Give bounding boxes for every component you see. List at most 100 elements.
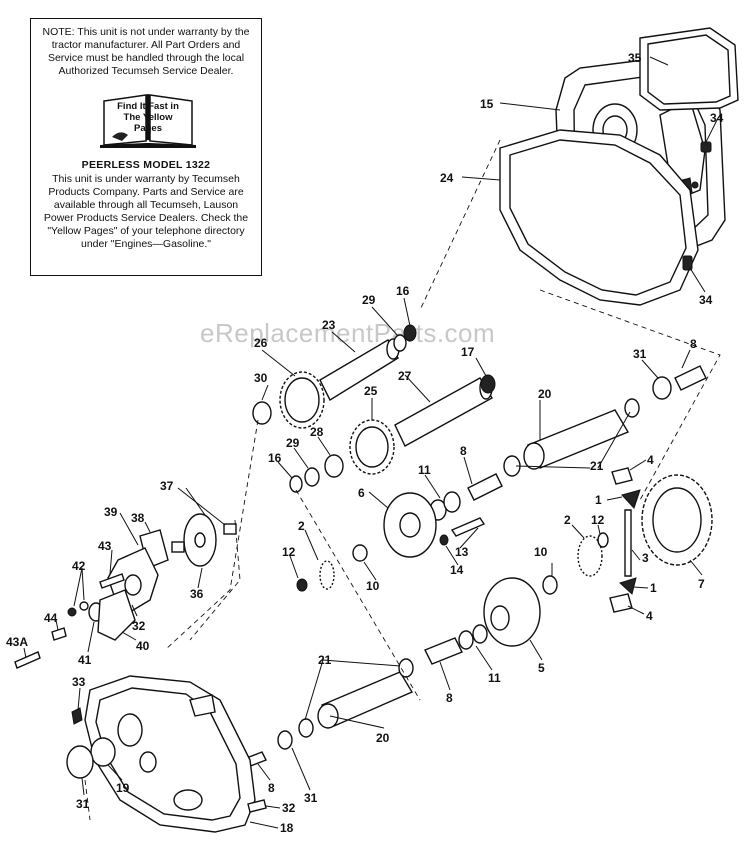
callout-31-lower-left: 31: [76, 797, 90, 811]
gear-2-left: [319, 560, 335, 590]
callout-6: 6: [358, 486, 365, 500]
callout-13: 13: [455, 545, 469, 559]
washer-11-upper-b: [443, 491, 461, 513]
callout-8-lower-mid: 8: [446, 691, 453, 705]
cross-shaft-3: [624, 509, 632, 577]
callout-32-lower: 32: [282, 801, 296, 815]
callout-42: 42: [72, 559, 86, 573]
callout-16-lower: 16: [268, 451, 282, 465]
callout-24: 24: [440, 171, 454, 185]
gear-25: [349, 419, 395, 475]
callout-31-upper: 31: [633, 347, 647, 361]
block-4-lower: [609, 593, 633, 613]
callout-10-left: 10: [366, 579, 380, 593]
pin-44: [51, 627, 67, 641]
callout-8-mid: 8: [460, 444, 467, 458]
callout-39: 39: [104, 505, 118, 519]
gasket-35: [639, 27, 739, 111]
ring-gear-7: [641, 474, 713, 566]
watermark: eReplacementParts.com: [200, 318, 496, 348]
spacer-28: [324, 454, 344, 478]
callout-7: 7: [698, 577, 705, 591]
callout-37: 37: [160, 479, 174, 493]
leader-lines: [23, 56, 719, 829]
gear-26: [279, 371, 325, 429]
callout-34-lower: 34: [699, 293, 713, 307]
callout-3: 3: [642, 551, 649, 565]
callout-44: 44: [44, 611, 58, 625]
callout-31-lower-mid: 31: [304, 791, 318, 805]
callout-36: 36: [190, 587, 204, 601]
yellow-pages-book-icon: [100, 94, 196, 148]
assembly-line-a: [419, 139, 501, 311]
assembly-line-b: [539, 289, 721, 501]
model-warranty-text: This unit is under warranty by Tecumseh …: [43, 173, 249, 250]
callout-28: 28: [310, 425, 324, 439]
callout-26: 26: [254, 336, 268, 350]
callout-32-upper: 32: [132, 619, 146, 633]
shaft-27: [394, 376, 493, 447]
bushing-21-upper-b: [624, 398, 640, 418]
screw-34-lower: [682, 255, 693, 271]
screw-34-upper: [700, 141, 712, 153]
bolt-43: [99, 573, 125, 589]
washer-12-right: [597, 532, 609, 548]
pinion-1-upper: [621, 489, 641, 509]
shaft-23: [319, 338, 400, 401]
callout-40: 40: [136, 639, 150, 653]
warranty-note-text: NOTE: This unit is not under warranty by…: [42, 26, 250, 77]
ball-42-a: [67, 607, 77, 617]
bearing-31-upper: [652, 376, 672, 400]
callout-21-upper: 21: [590, 459, 604, 473]
callout-23: 23: [322, 318, 336, 332]
hub-5: [483, 577, 541, 647]
bearing-17: [480, 374, 496, 394]
washer-10-left: [352, 544, 368, 562]
housing-18: [84, 675, 256, 833]
pin-32-lower: [247, 799, 267, 813]
shift-plate-36: [183, 513, 217, 567]
bushing-21-lower-a: [398, 658, 414, 678]
assembly-line-e: [189, 519, 241, 641]
washer-11-lower-b: [472, 624, 488, 644]
callout-5: 5: [538, 661, 545, 675]
warranty-note-box: NOTE: This unit is not under warranty by…: [30, 18, 262, 276]
callout-43: 43: [98, 539, 112, 553]
callout-17: 17: [461, 345, 475, 359]
callout-14: 14: [450, 563, 464, 577]
callout-19: 19: [116, 781, 130, 795]
model-title: PEERLESS MODEL 1322: [81, 159, 211, 171]
gear-2-right: [577, 535, 603, 577]
washer-10-right: [542, 575, 558, 595]
seal-31-lower-left: [66, 745, 94, 779]
bearing-31-lower-mid: [277, 730, 293, 750]
assembly-line-d: [295, 489, 421, 701]
shaft-8-mid: [467, 473, 503, 501]
axle-tube-20-lower: [317, 671, 414, 729]
bushing-16-lower: [289, 475, 303, 493]
callout-1-lower: 1: [650, 581, 657, 595]
callout-11-lower: 11: [488, 671, 501, 685]
callout-2-right: 2: [564, 513, 571, 527]
block-4-upper: [611, 467, 633, 485]
assembly-line-c: [164, 419, 259, 651]
gasket-24: [499, 129, 699, 306]
callout-35: 35: [628, 51, 642, 65]
callout-43a: 43A: [6, 635, 28, 649]
callout-29-lower: 29: [286, 436, 300, 450]
callout-18: 18: [280, 821, 294, 835]
hub-6: [383, 492, 437, 558]
pinion-1-lower: [619, 577, 637, 595]
callout-12-right: 12: [591, 513, 605, 527]
bearing-19: [90, 737, 116, 767]
callout-27: 27: [398, 369, 412, 383]
callout-1-upper: 1: [595, 493, 602, 507]
bearing-29-lower: [304, 467, 320, 487]
yellow-pages-text: Find It Fast in The Yellow Pages: [117, 101, 179, 134]
bearing-29-upper: [393, 334, 407, 352]
shaft-8-lower: [424, 637, 463, 665]
screw-33: [71, 707, 83, 725]
bushing-16-upper: [403, 324, 417, 342]
callout-38: 38: [131, 511, 145, 525]
callout-20-lower: 20: [376, 731, 390, 745]
